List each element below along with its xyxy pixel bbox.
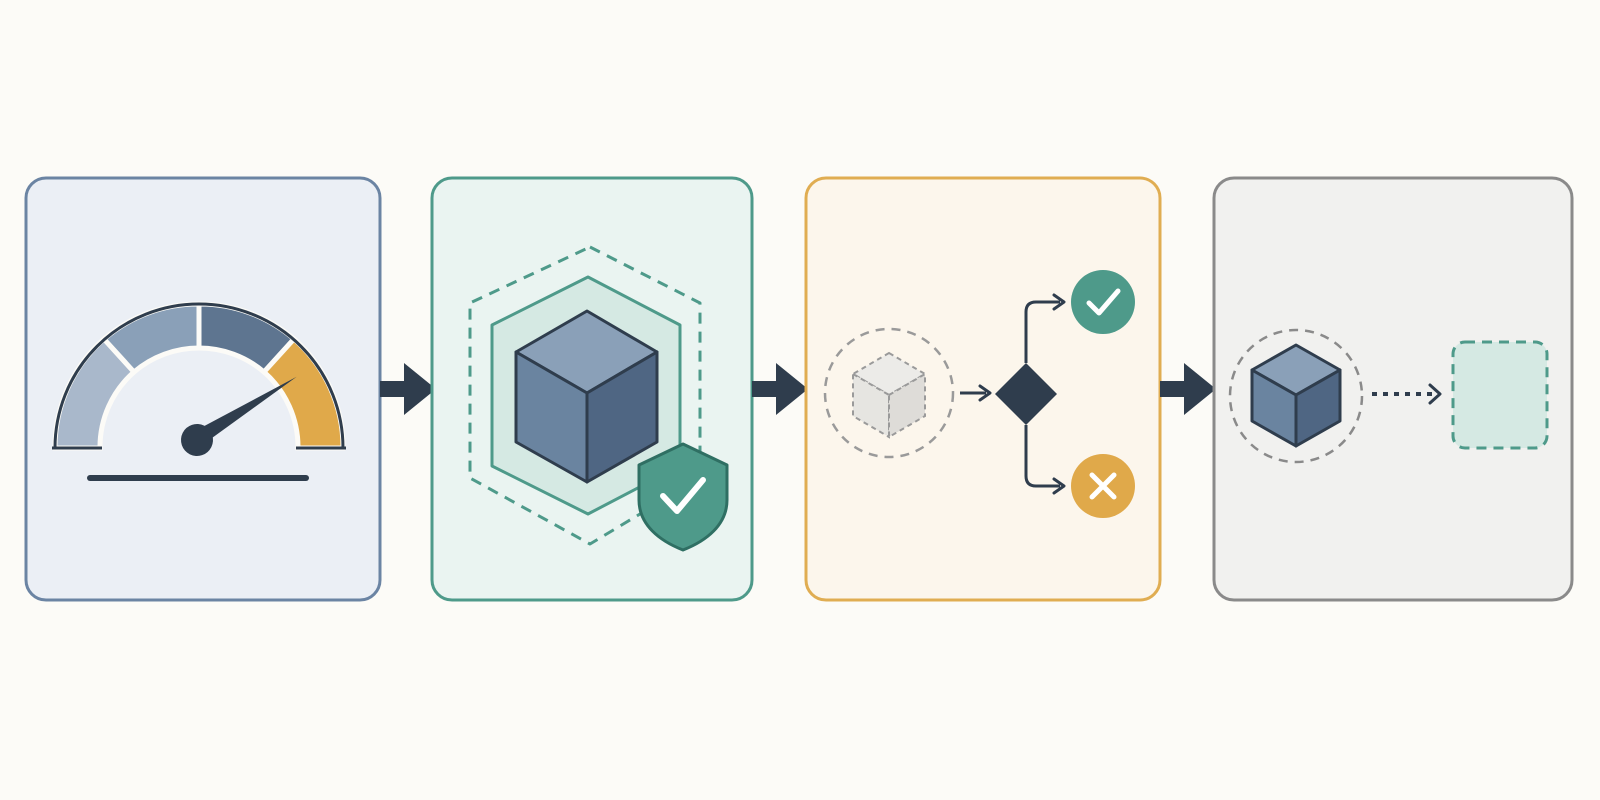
arrow-right-icon	[752, 363, 808, 415]
shield-check-icon	[637, 442, 729, 552]
arrow-right-icon	[380, 363, 436, 415]
branch-up	[1024, 300, 1060, 363]
gauge-needle	[181, 376, 297, 456]
speedometer-gauge-icon	[52, 301, 346, 481]
branch-down	[1024, 425, 1060, 488]
ghost-cube-icon	[851, 351, 927, 439]
cross-circle-icon	[1071, 454, 1135, 518]
pending-item-circle	[823, 327, 955, 459]
check-circle-icon	[1071, 270, 1135, 334]
gauge-outline	[53, 302, 345, 449]
destination-slot	[1451, 340, 1549, 450]
panel-protected-cube	[430, 176, 754, 602]
cube-icon	[1250, 343, 1342, 448]
small-arrow-right-icon	[960, 384, 992, 402]
source-circle	[1228, 328, 1364, 464]
shielded-cube-icon	[468, 245, 729, 552]
panel-gauge	[24, 176, 382, 602]
cube-transfer-icon	[1228, 328, 1549, 464]
panel-transfer-frame	[1212, 176, 1574, 602]
dashed-boundary-hexagon	[468, 245, 702, 546]
decision-branch-icon	[823, 270, 1135, 518]
arrow-right-icon	[1160, 363, 1216, 415]
panel-transfer	[1212, 176, 1574, 602]
dotted-arrow-right-icon	[1372, 383, 1442, 405]
panel-decision	[804, 176, 1162, 602]
cube-icon	[514, 309, 659, 484]
decision-diamond	[995, 363, 1057, 425]
